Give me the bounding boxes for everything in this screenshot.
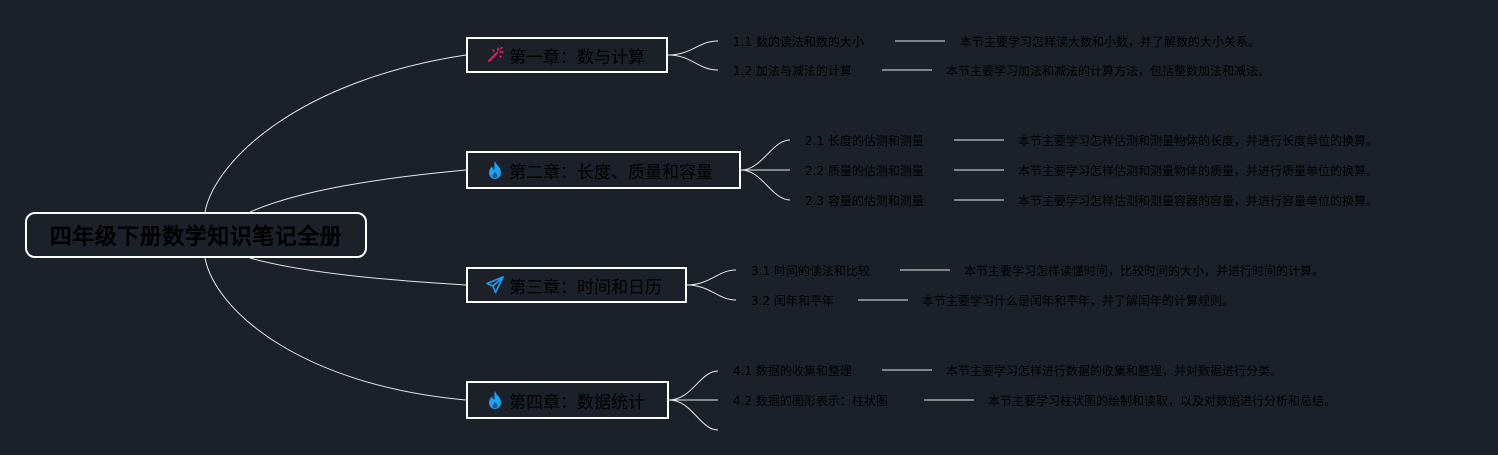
flame-icon xyxy=(485,390,505,410)
chapter-title: 第二章：长度、质量和容量 xyxy=(509,162,713,183)
branch-connector xyxy=(740,169,791,201)
flame-icon xyxy=(485,160,505,180)
chapter-title: 第四章：数据统计 xyxy=(509,392,645,413)
chapter-title: 第三章：时间和日历 xyxy=(509,277,662,298)
chapter-node-4[interactable]: 第四章：数据统计 xyxy=(466,381,669,419)
branch-connector xyxy=(668,399,719,431)
branch-connector xyxy=(740,139,791,171)
section-label[interactable]: 1.1 数的读法和数的大小 xyxy=(733,35,864,49)
root-to-chapter-connector xyxy=(204,54,467,213)
section-description[interactable]: 本节主要学习柱状图的绘制和读取，以及对数据进行分析和总结。 xyxy=(988,394,1337,408)
section-label[interactable]: 2.1 长度的估测和测量 xyxy=(805,134,924,148)
section-description[interactable]: 本节主要学习加法和减法的计算方法，包括整数加法和减法。 xyxy=(946,64,1271,78)
branch-connector xyxy=(667,54,719,71)
section-description[interactable]: 本节主要学习什么是闰年和平年，并了解闰年的计算规则。 xyxy=(922,294,1235,308)
section-description[interactable]: 本节主要学习怎样读懂时间，比较时间的大小，并进行时间的计算。 xyxy=(964,264,1325,278)
section-description[interactable]: 本节主要学习怎样估测和测量物体的长度，并进行长度单位的换算。 xyxy=(1018,134,1379,148)
branch-connector xyxy=(667,40,719,56)
chapter-node-3[interactable]: 第三章：时间和日历 xyxy=(466,267,687,303)
section-label[interactable]: 4.2 数据的图形表示：柱状图 xyxy=(733,394,888,408)
section-label[interactable]: 3.1 时间的读法和比较 xyxy=(751,264,870,278)
root-to-chapter-connector xyxy=(204,257,467,401)
section-label[interactable]: 4.1 数据的收集和整理 xyxy=(733,364,852,378)
section-label[interactable]: 3.2 闰年和平年 xyxy=(751,294,834,308)
root-to-chapter-connector xyxy=(249,257,467,286)
root-to-chapter-connector xyxy=(249,169,467,213)
root-title: 四年级下册数学知识笔记全册 xyxy=(49,225,343,250)
section-description[interactable]: 本节主要学习怎样进行数据的收集和整理，并对数据进行分类。 xyxy=(946,364,1283,378)
branch-connector xyxy=(686,269,737,286)
chapter-title: 第一章：数与计算 xyxy=(509,47,645,68)
magic-wand-icon xyxy=(485,45,505,65)
branch-connector xyxy=(668,370,719,401)
chapter-node-1[interactable]: 第一章：数与计算 xyxy=(466,37,668,73)
section-label[interactable]: 2.2 质量的估测和测量 xyxy=(805,164,924,178)
root-node[interactable]: 四年级下册数学知识笔记全册 xyxy=(25,212,367,258)
branch-connector xyxy=(686,284,737,301)
section-label[interactable]: 2.3 容量的估测和测量 xyxy=(805,194,924,208)
section-description[interactable]: 本节主要学习怎样估测和测量物体的质量，并进行质量单位的换算。 xyxy=(1018,164,1379,178)
chapter-node-2[interactable]: 第二章：长度、质量和容量 xyxy=(466,151,741,189)
section-label[interactable]: 1.2 加法与减法的计算 xyxy=(733,64,852,78)
section-description[interactable]: 本节主要学习怎样估测和测量容器的容量，并进行容量单位的换算。 xyxy=(1018,194,1379,208)
paper-plane-icon xyxy=(485,275,505,295)
section-description[interactable]: 本节主要学习怎样读大数和小数，并了解数的大小关系。 xyxy=(960,35,1261,49)
